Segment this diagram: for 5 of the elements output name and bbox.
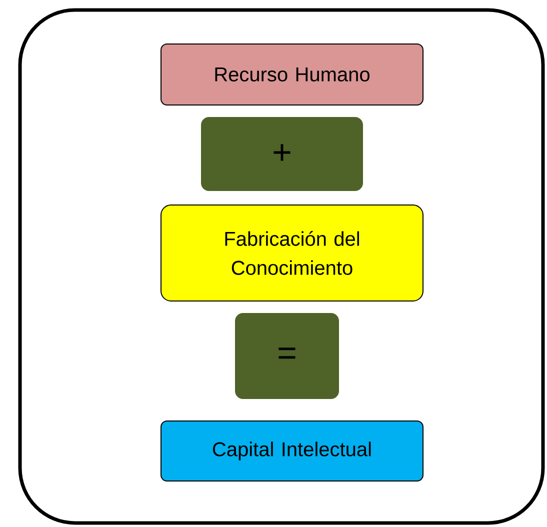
operator-box: = [235, 313, 339, 399]
process-box: Recurso Humano [160, 44, 424, 106]
process-box: Fabricación del Conocimiento [160, 204, 424, 302]
result-box: Capital Intelectual [160, 420, 424, 482]
operator-box: + [201, 117, 363, 191]
